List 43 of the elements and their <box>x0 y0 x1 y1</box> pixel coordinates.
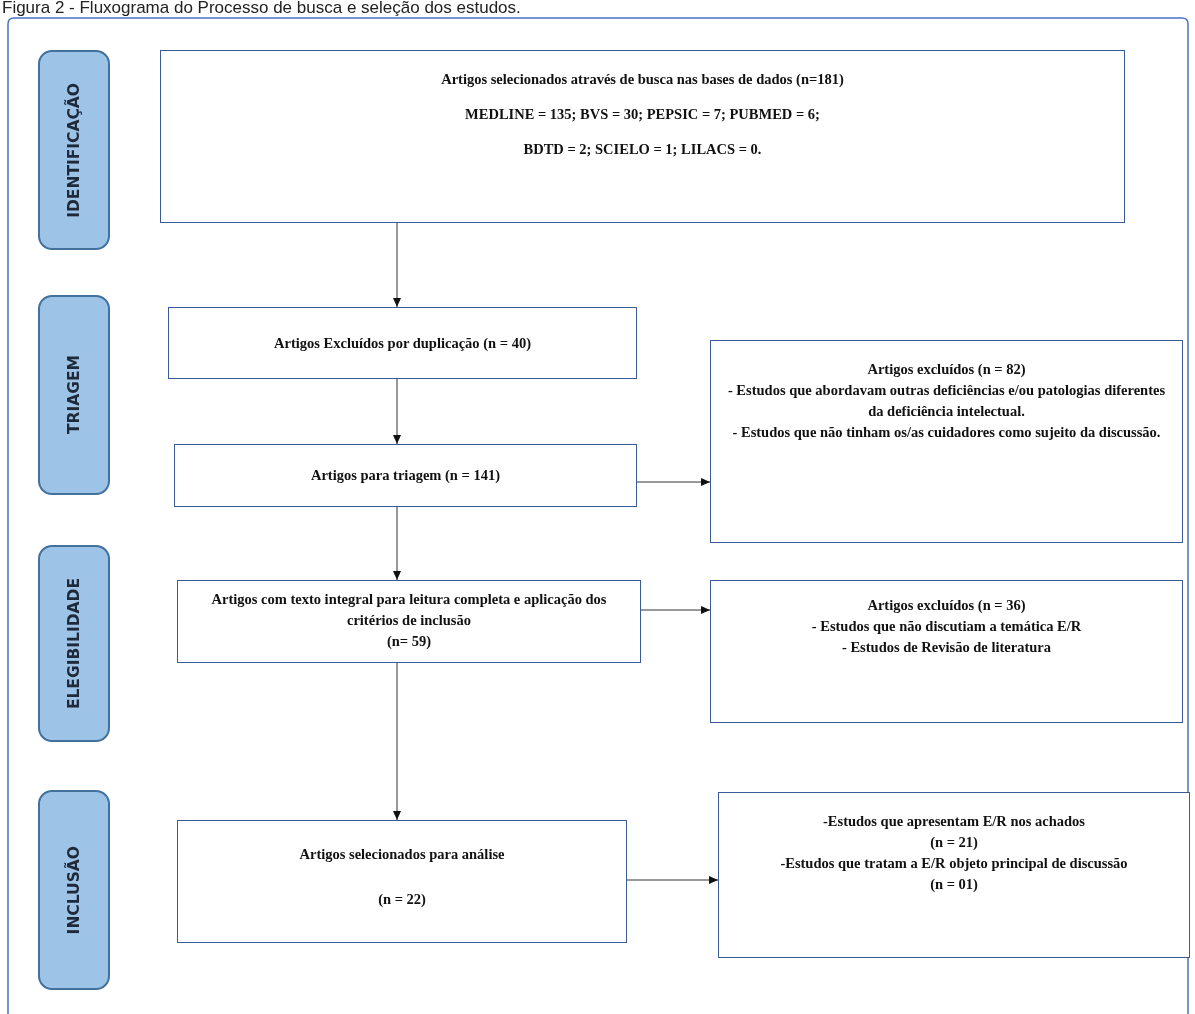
arrow <box>626 876 719 884</box>
stage-band <box>38 545 110 742</box>
arrow <box>393 222 401 308</box>
box-text: (n = 01) <box>930 875 978 894</box>
process-box <box>177 820 627 943</box>
box-text: - Estudos que abordavam outras deficiências e/ou patologias diferentes da deficiência intelectual. <box>726 381 1167 421</box>
process-box <box>160 50 1125 223</box>
box-text: BDTD = 2; SCIELO = 1; LILACS = 0. <box>523 140 762 159</box>
process-box <box>718 792 1190 958</box>
stage-band <box>38 50 110 250</box>
box-text: - Estudos de Revisão de literatura <box>841 638 1051 657</box>
box-text: Artigos excluídos (n = 82) <box>867 360 1026 379</box>
box-text: Artigos excluídos (n = 36) <box>867 596 1026 615</box>
process-box <box>710 340 1183 543</box>
arrow <box>393 662 401 821</box>
box-text: Artigos Excluídos por duplicação (n = 40) <box>274 334 531 353</box>
stage-label: IDENTIFICAÇÃO <box>65 82 83 218</box>
stage-label: INCLUSÃO <box>65 845 83 935</box>
box-text: -Estudos que apresentam E/R nos achados <box>823 812 1085 831</box>
box-text: Artigos selecionados através de busca nas bases de dados (n=181) <box>441 70 844 89</box>
box-text: Artigos para triagem (n = 141) <box>310 466 501 485</box>
stage-label: TRIAGEM <box>65 355 83 435</box>
arrow <box>393 506 401 581</box>
box-text: - Estudos que não tinham os/as cuidadores como sujeito da discussão. <box>732 423 1161 442</box>
stage-band <box>38 790 110 990</box>
box-text: MEDLINE = 135; BVS = 30; PEPSIC = 7; PUBMED = 6; <box>465 105 820 124</box>
box-text: - Estudos que não discutiam a temática E/R <box>811 617 1082 636</box>
arrow <box>636 478 711 486</box>
process-box <box>174 444 637 507</box>
box-text: -Estudos que tratam a E/R objeto principal de discussão <box>780 854 1128 873</box>
process-box <box>168 307 637 379</box>
process-box <box>710 580 1183 723</box>
box-text: Artigos selecionados para análise <box>299 845 505 864</box>
figure-title: Figura 2 - Fluxograma do Processo de busca e seleção dos estudos. <box>2 0 521 18</box>
stage-label: ELEGIBILIDADE <box>65 577 83 710</box>
box-text: (n= 59) <box>386 632 432 651</box>
box-text: (n = 22) <box>378 890 426 909</box>
box-text: (n = 21) <box>930 833 978 852</box>
stage-band <box>38 295 110 495</box>
process-box <box>177 580 641 663</box>
arrow <box>393 378 401 445</box>
arrow <box>640 606 711 614</box>
box-text: Artigos com texto integral para leitura completa e aplicação dos critérios de inclusão <box>210 590 608 630</box>
